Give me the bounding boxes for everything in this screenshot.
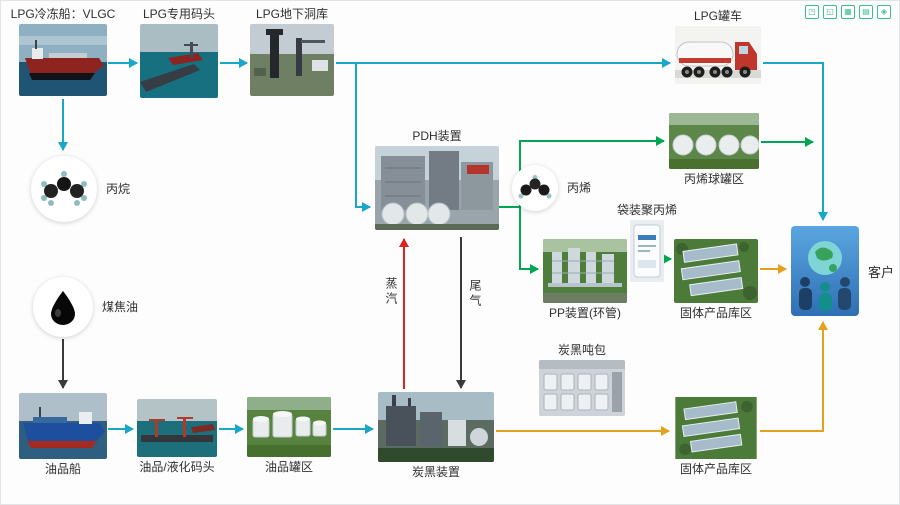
lpg-cavern-label: LPG地下洞库 [255, 7, 328, 21]
oil-dock-image [137, 399, 217, 457]
oil-ship-label: 油品船 [44, 462, 81, 476]
pdh-plant-image [375, 146, 499, 231]
bagged-pp-label: 袋装聚丙烯 [616, 203, 677, 217]
node-carbon-black-bags: 炭黑吨包 [537, 343, 627, 417]
node-oil-dock: 油品/液化码头 [137, 399, 217, 474]
toolbar: ◳ ◱ ▦ ▤ ◈ [805, 5, 891, 19]
propane-label: 丙烷 [106, 181, 131, 196]
mini-icon-4[interactable]: ▤ [859, 5, 873, 19]
node-solid-warehouse-bottom: 固体产品库区 [674, 397, 758, 476]
mini-icon-1[interactable]: ◳ [805, 5, 819, 19]
lpg-cavern-image [250, 24, 334, 97]
edge-lpg-truck-to-customer [763, 62, 828, 221]
node-solid-warehouse-mid: 固体产品库区 [674, 239, 758, 320]
propane-molecule-icon [31, 156, 97, 222]
propylene-tanks-image [669, 113, 759, 169]
node-customer: 客户 [791, 226, 894, 316]
oil-tanks-image [247, 397, 331, 457]
node-coal-tar: 煤焦油 [33, 277, 138, 337]
node-carbon-black-plant: 炭黑装置 [378, 392, 494, 479]
customer-label: 客户 [868, 264, 895, 280]
node-oil-tanks: 油品罐区 [247, 397, 331, 474]
lpg-dock-image [140, 24, 218, 99]
pp-plant-image [543, 239, 627, 303]
steam-flow-label: 蒸汽 [384, 277, 398, 307]
mini-icon-5[interactable]: ◈ [877, 5, 891, 19]
coal-tar-label: 煤焦油 [102, 299, 139, 314]
bagged-pp-image [630, 220, 664, 283]
solid-warehouse-bottom-image [675, 397, 757, 459]
pdh-plant-label: PDH装置 [412, 129, 462, 143]
edge-lpg-cavern-to-pdh [355, 63, 371, 212]
edge-propylene-to-pp-plant [519, 206, 539, 274]
node-propylene: 丙烯 [512, 165, 591, 211]
propylene-molecule-icon [512, 165, 558, 211]
lpg-ship-label: LPG冷冻船：VLGC [10, 7, 116, 21]
propylene-tanks-label: 丙烯球罐区 [683, 172, 744, 186]
node-lpg-cavern: LPG地下洞库 [250, 7, 334, 97]
coal-tar-droplet-icon [33, 277, 93, 337]
node-pdh-plant: PDH装置 [375, 129, 499, 231]
lpg-truck-image [675, 26, 761, 85]
node-lpg-ship: LPG冷冻船：VLGC [11, 7, 115, 97]
carbon-black-bags-label: 炭黑吨包 [557, 343, 606, 357]
node-lpg-truck: LPG罐车 [675, 9, 761, 85]
node-bagged-pp: 袋装聚丙烯 [613, 203, 681, 283]
oil-tanks-label: 油品罐区 [264, 460, 313, 474]
mini-icon-2[interactable]: ◱ [823, 5, 837, 19]
node-oil-ship: 油品船 [19, 393, 107, 476]
tail-gas-flow-label: 尾气 [468, 279, 482, 309]
lpg-truck-label: LPG罐车 [693, 9, 742, 23]
customer-image [791, 226, 859, 316]
solid-warehouse-mid-label: 固体产品库区 [679, 306, 752, 320]
oil-dock-label: 油品/液化码头 [139, 460, 215, 474]
node-propane: 丙烷 [31, 156, 130, 222]
solid-warehouse-mid-image [674, 239, 758, 303]
carbon-black-bags-image [539, 360, 625, 417]
lpg-ship-image [19, 24, 107, 97]
carbon-black-plant-label: 炭黑装置 [411, 465, 460, 479]
solid-warehouse-bottom-label: 固体产品库区 [679, 462, 752, 476]
pp-plant-label: PP装置(环管) [548, 306, 621, 320]
propylene-label: 丙烯 [567, 180, 592, 195]
oil-ship-image [19, 393, 107, 459]
carbon-black-plant-image [378, 392, 494, 462]
lpg-dock-label: LPG专用码头 [142, 7, 215, 21]
mini-icon-3[interactable]: ▦ [841, 5, 855, 19]
node-lpg-dock: LPG专用码头 [140, 7, 218, 99]
node-pp-plant: PP装置(环管) [543, 239, 627, 320]
node-propylene-tanks: 丙烯球罐区 [669, 113, 759, 186]
edge-warehouse-bottom-to-customer [760, 321, 828, 432]
